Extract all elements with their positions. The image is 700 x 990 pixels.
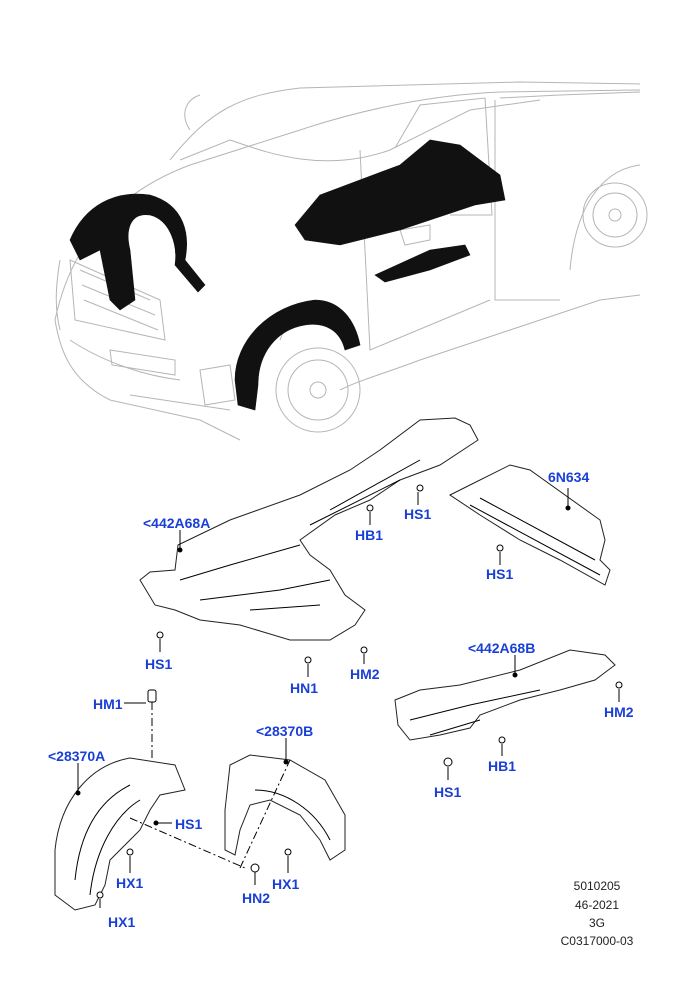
callout-hs1-top[interactable]: HS1	[404, 506, 432, 522]
vehicle-illustration	[54, 81, 648, 441]
wheel-arch-liner-28370a[interactable]	[54, 757, 186, 911]
callout-28370a[interactable]: <28370A	[48, 748, 106, 764]
callout-hn2[interactable]: HN2	[242, 890, 271, 906]
leader-lines	[75, 488, 620, 908]
rear-wheel-arch-liner-highlight	[234, 299, 361, 411]
underbody-shield-highlight	[294, 139, 506, 283]
reference-line-3: 3G	[588, 916, 605, 930]
callout-hs1-left[interactable]: HS1	[145, 656, 173, 672]
callout-hs1-low[interactable]: HS1	[434, 784, 462, 800]
callout-442a68a[interactable]: <442A68A	[143, 515, 211, 531]
callout-hx1-b[interactable]: HX1	[108, 914, 136, 930]
callout-hm2-mid[interactable]: HM2	[350, 666, 380, 682]
callout-hm2-right[interactable]: HM2	[604, 704, 634, 720]
callout-hb1-top[interactable]: HB1	[355, 527, 384, 543]
assembly-link-line	[129, 759, 291, 869]
underbody-panel-6n634[interactable]	[449, 464, 611, 586]
callout-hx1-c[interactable]: HX1	[272, 876, 300, 892]
reference-line-1: 5010205	[573, 879, 621, 893]
callout-442a68b[interactable]: <442A68B	[468, 640, 536, 656]
fasteners	[96, 484, 623, 899]
reference-line-4: C0317000-03	[560, 934, 634, 948]
underbody-shield-442a68b[interactable]	[394, 649, 616, 741]
reference-line-2: 46-2021	[574, 898, 620, 912]
callout-28370b[interactable]: <28370B	[256, 723, 314, 739]
wheel-arch-liner-28370b[interactable]	[224, 754, 346, 861]
callout-hx1-a[interactable]: HX1	[116, 875, 144, 891]
callout-hs1-right[interactable]: HS1	[486, 566, 514, 582]
callout-hn1[interactable]: HN1	[290, 680, 319, 696]
callout-hb1-right[interactable]: HB1	[488, 758, 517, 774]
callout-hs1-liner[interactable]: HS1	[175, 816, 203, 832]
callout-hm1[interactable]: HM1	[93, 696, 123, 712]
front-wheel-arch-liner-highlight	[69, 193, 206, 311]
callout-6n634[interactable]: 6N634	[548, 469, 590, 485]
underbody-shield-442a68a[interactable]	[139, 417, 479, 641]
